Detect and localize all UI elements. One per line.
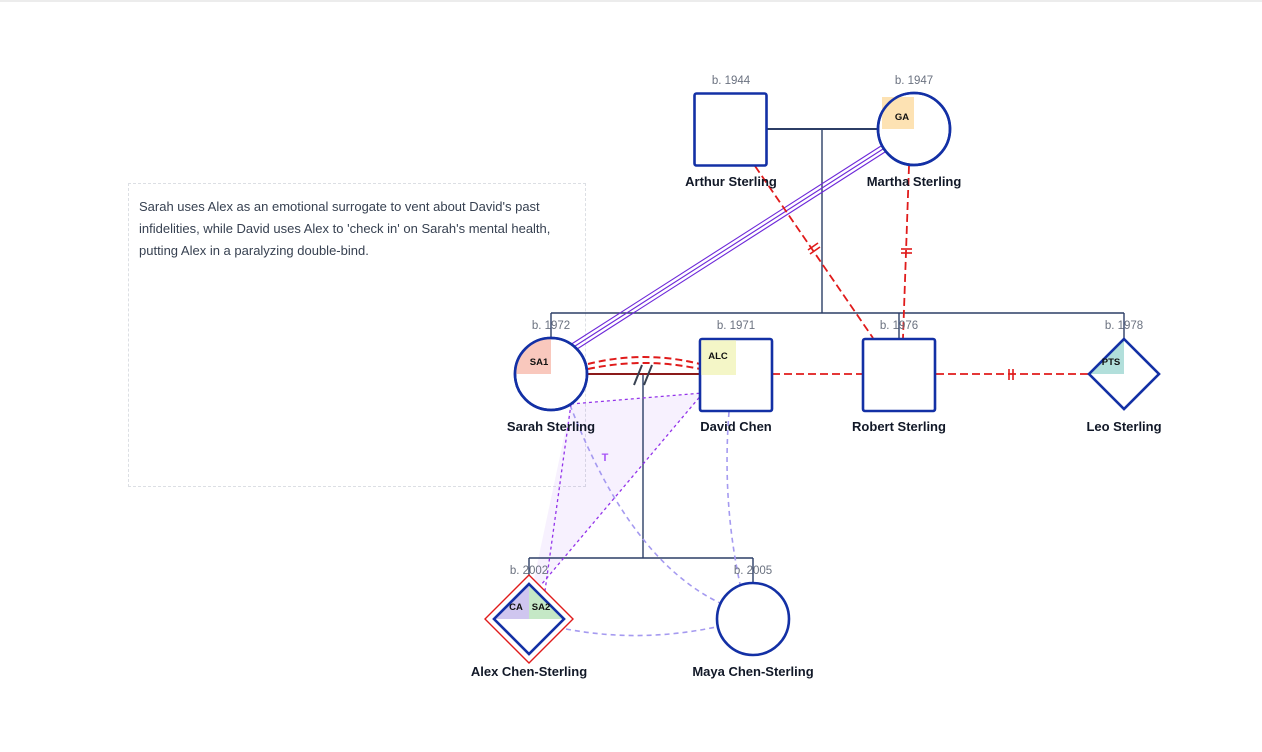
condition-tag-GA: GA (895, 112, 909, 123)
birth-year: b. 1944 (712, 75, 751, 87)
person-david[interactable]: b. 1971 ALC David Chen (698, 320, 774, 434)
condition-quadrant-GA (882, 97, 914, 129)
female-symbol[interactable] (715, 581, 791, 657)
condition-quadrant-ALC (701, 340, 736, 375)
person-name: Sarah Sterling (507, 419, 595, 434)
condition-tag-PTS: PTS (1102, 357, 1120, 368)
triangle-line-sarah-david (570, 392, 704, 405)
diamond-symbol[interactable] (1087, 337, 1161, 411)
cutoff-relationships (754, 165, 1088, 375)
male-symbol[interactable] (861, 337, 937, 413)
case-note: Sarah uses Alex as an emotional surrogat… (128, 183, 586, 487)
divorce-slash-2 (643, 364, 653, 386)
person-maya[interactable]: b. 2005 Maya Chen-Sterling (692, 565, 813, 679)
birth-year: b. 2002 (510, 565, 548, 577)
birth-year: b. 1978 (1105, 320, 1143, 332)
close-line-sarah-maya (569, 404, 721, 604)
male-symbol[interactable] (693, 92, 768, 167)
close-relationships (565, 404, 741, 637)
person-robert[interactable]: b. 1976 Robert Sterling (852, 320, 946, 434)
person-name: Leo Sterling (1086, 419, 1161, 434)
person-alex[interactable]: b. 2002 CA SA2 Alex Chen-Sterling (471, 565, 587, 679)
top-border (0, 0, 1262, 2)
cutoff-line-martha-robert (902, 165, 910, 339)
person-name: Maya Chen-Sterling (692, 664, 813, 679)
person-name: Martha Sterling (867, 174, 962, 189)
cutoff-mark (807, 242, 819, 251)
triangulation (529, 392, 704, 599)
female-symbol-outline (876, 91, 952, 167)
triangle-line-sarah-alex (543, 403, 572, 599)
cutoff-marks (807, 242, 1014, 380)
divorce-slash-1 (633, 364, 643, 386)
condition-quadrant-SA1 (515, 338, 551, 374)
diamond-symbol[interactable] (492, 582, 566, 656)
close-line-alex-maya (565, 626, 717, 637)
condition-tag-SA1: SA1 (530, 357, 549, 368)
marriage-sarah-david (587, 356, 701, 386)
conflict-arc-2 (587, 362, 701, 370)
female-symbol-outline (513, 336, 589, 412)
triangle-line-david-alex (529, 392, 704, 599)
triangle-label: T (602, 452, 609, 464)
person-martha[interactable]: b. 1947 GA Martha Sterling (867, 75, 962, 189)
conflict-arc-1 (587, 356, 701, 365)
case-note-text: Sarah uses Alex as an emotional surrogat… (139, 199, 551, 258)
condition-tag-CA: CA (509, 602, 523, 613)
birth-year: b. 2005 (734, 565, 772, 577)
fused-strand-3 (573, 151, 886, 352)
person-name: David Chen (700, 419, 772, 434)
birth-year: b. 1971 (717, 320, 755, 332)
close-line-david-maya (726, 411, 741, 585)
person-name: Robert Sterling (852, 419, 946, 434)
person-arthur[interactable]: b. 1944 Arthur Sterling (685, 75, 777, 189)
person-sarah[interactable]: b. 1972 SA1 Sarah Sterling (507, 320, 595, 434)
birth-year: b. 1976 (880, 320, 918, 332)
person-leo[interactable]: b. 1978 PTS Leo Sterling (1086, 320, 1161, 434)
cutoff-line-arthur-robert (754, 165, 874, 339)
fused-line-martha-sarah (569, 145, 886, 352)
birth-year: b. 1972 (532, 320, 570, 332)
person-name: Arthur Sterling (685, 174, 777, 189)
condition-tag-SA2: SA2 (532, 602, 550, 613)
birth-year: b. 1947 (895, 75, 933, 87)
fused-strand-2 (571, 148, 884, 349)
condition-tag-ALC: ALC (708, 351, 728, 362)
cutoff-mark (809, 246, 821, 255)
family-lines (528, 128, 1125, 584)
fused-strand-1 (569, 145, 882, 346)
person-name: Alex Chen-Sterling (471, 664, 587, 679)
